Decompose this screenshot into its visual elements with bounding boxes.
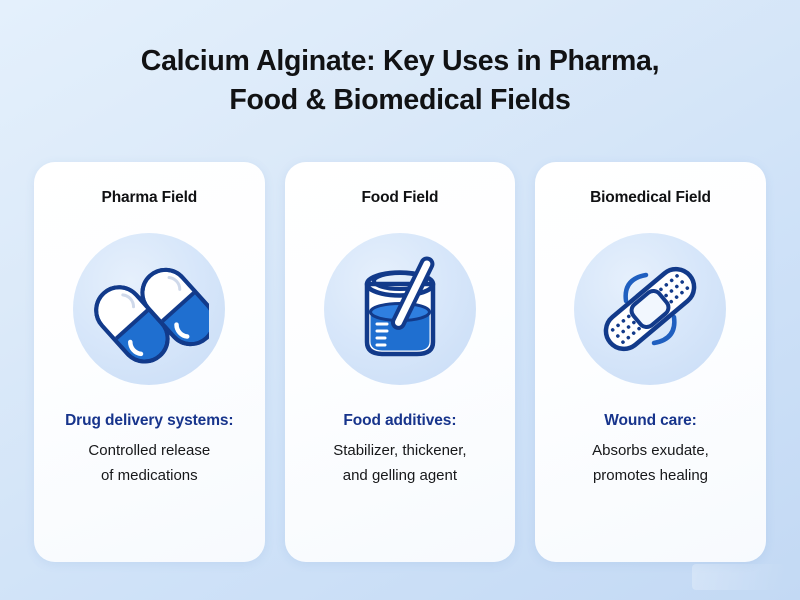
adhesive-bandage-icon	[590, 249, 710, 369]
card-desc-biomedical: Absorbs exudate, promotes healing	[545, 438, 756, 488]
card-biomedical-field[interactable]: Biomedical Field	[535, 162, 766, 562]
card-desc-food-line-2: and gelling agent	[342, 467, 458, 484]
page-title: Calcium Alginate: Key Uses in Pharma, Fo…	[0, 42, 800, 120]
card-desc-pharma: Controlled release of medications	[44, 438, 255, 488]
card-text-food: Food additives: Stabilizer, thickener, a…	[285, 410, 516, 488]
card-desc-pharma-line-2: of medications	[100, 467, 198, 484]
card-desc-pharma-line-1: Controlled release	[88, 442, 211, 459]
page-title-line-2: Food & Biomedical Fields	[229, 84, 571, 116]
icon-circle-biomedical	[574, 233, 727, 385]
card-desc-food-line-1: Stabilizer, thickener,	[333, 442, 467, 459]
card-desc-biomedical-line-2: promotes healing	[592, 467, 709, 484]
card-pharma-field[interactable]: Pharma Field	[34, 162, 265, 562]
beaker-stirring-icon	[341, 250, 459, 368]
cards-row: Pharma Field	[34, 162, 766, 562]
card-desc-biomedical-line-1: Absorbs exudate,	[592, 442, 709, 459]
card-title-food: Food Field	[361, 189, 439, 206]
card-food-field[interactable]: Food Field	[284, 162, 516, 562]
card-desc-food: Stabilizer, thickener, and gelling agent	[295, 438, 506, 488]
card-text-pharma: Drug delivery systems: Controlled releas…	[34, 410, 265, 488]
watermark	[692, 564, 784, 590]
card-text-biomedical: Wound care: Absorbs exudate, promotes he…	[535, 410, 766, 488]
card-title-biomedical: Biomedical Field	[590, 189, 711, 206]
card-lead-food: Food additives:	[343, 412, 457, 429]
pill-capsules-icon	[89, 249, 210, 369]
card-title-pharma: Pharma Field	[101, 189, 198, 206]
page-title-line-1: Calcium Alginate: Key Uses in Pharma,	[140, 45, 660, 77]
icon-circle-food	[323, 233, 476, 385]
card-lead-pharma: Drug delivery systems:	[65, 412, 234, 429]
icon-circle-pharma	[73, 233, 226, 385]
card-lead-biomedical: Wound care:	[604, 412, 697, 429]
